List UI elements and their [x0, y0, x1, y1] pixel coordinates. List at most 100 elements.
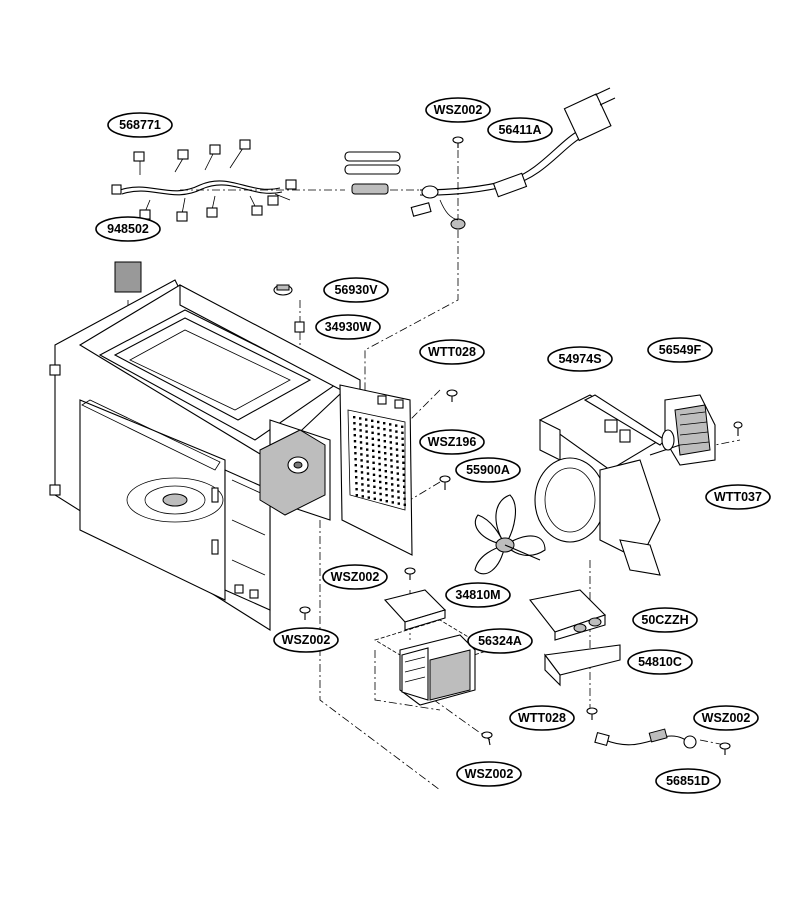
part-number-text: 56851D: [666, 774, 710, 788]
vent-hole: [372, 473, 376, 476]
vent-hole: [395, 424, 398, 427]
vent-hole: [391, 501, 394, 504]
screw-wsz002-bottom-part: [481, 731, 493, 746]
part-label-56324a: 56324A: [467, 628, 533, 654]
part-number-text: 55900A: [466, 463, 510, 477]
vent-hole: [360, 465, 363, 468]
part-number-text: 56324A: [478, 634, 522, 648]
vent-hole: [353, 440, 357, 443]
vent-hole: [371, 437, 374, 440]
part-number-text: 34810M: [455, 588, 500, 602]
vent-hole: [354, 452, 357, 455]
part-number-text: 34930W: [325, 320, 372, 334]
fan-duct: [534, 394, 666, 576]
screw-wsz002-left-part: [299, 606, 311, 620]
vent-hole: [355, 494, 358, 497]
part-number-text: WTT028: [518, 711, 566, 725]
vent-hole: [383, 440, 386, 443]
wire-harness: [111, 139, 297, 222]
vent-hole: [391, 489, 394, 492]
vent-hole: [403, 503, 406, 506]
vent-hole: [377, 432, 380, 436]
vent-hole: [360, 459, 363, 462]
vent-hole: [389, 435, 392, 438]
vent-hole: [403, 497, 406, 500]
vent-hole: [365, 430, 368, 433]
vent-hole: [373, 497, 376, 500]
vent-hole: [389, 447, 393, 450]
part-label-54810c: 54810C: [627, 649, 693, 675]
vent-hole: [401, 431, 404, 434]
vent-hole: [396, 478, 400, 481]
vent-hole: [354, 446, 357, 449]
vent-hole: [390, 453, 393, 456]
vent-hole: [395, 442, 398, 445]
vent-hole: [372, 467, 375, 470]
part-number-text: 54810C: [638, 655, 682, 669]
vent-hole: [402, 479, 406, 482]
screw-wtt037-part: [733, 421, 743, 436]
vent-hole: [359, 441, 363, 444]
vent-hole: [360, 453, 363, 456]
part-label-568771: 568771: [107, 112, 173, 138]
vent-hole: [365, 418, 368, 421]
vent-hole: [367, 478, 370, 481]
vent-hole: [367, 484, 370, 487]
vent-hole: [384, 464, 387, 467]
part-label-wsz002-top: WSZ002: [425, 97, 491, 123]
vent-hole: [359, 429, 362, 432]
oven-cabinet: [49, 279, 361, 631]
vent-hole: [395, 448, 399, 451]
power-cord: [410, 87, 616, 230]
gasket-part: [114, 261, 142, 293]
vent-hole: [395, 430, 398, 433]
capacitor-bracket: [543, 644, 621, 687]
vent-hole: [389, 423, 392, 426]
transformer-bracket: [383, 589, 447, 631]
vent-hole: [361, 495, 364, 498]
vent-hole: [378, 450, 381, 454]
vent-hole: [361, 483, 364, 486]
part-number-text: 56411A: [498, 123, 541, 137]
vent-hole: [353, 434, 356, 437]
vent-hole: [377, 444, 381, 448]
vent-hole: [397, 502, 400, 505]
vent-hole: [378, 456, 381, 460]
assembly-guide-lines: [127, 150, 741, 791]
vent-hole: [389, 441, 392, 444]
vent-hole: [403, 491, 406, 494]
vent-hole: [378, 474, 382, 478]
vent-hole: [366, 454, 369, 457]
vent-hole: [385, 500, 388, 503]
vent-hole: [379, 492, 382, 496]
vent-hole: [360, 471, 364, 474]
part-number-text: WSZ002: [465, 767, 514, 781]
part-label-34810m: 34810M: [445, 582, 511, 608]
vent-hole: [385, 494, 388, 497]
vent-hole: [378, 468, 381, 472]
vent-hole: [355, 488, 358, 491]
vent-hole: [401, 449, 405, 452]
vent-hole: [389, 429, 392, 432]
screw-wsz196-part: [439, 475, 451, 490]
vent-hole: [359, 435, 362, 438]
vent-hole: [402, 467, 405, 470]
part-number-text: WSZ002: [434, 103, 483, 117]
vent-hole: [377, 438, 380, 442]
vent-hole: [402, 461, 405, 464]
screw-wsz002-right-part: [719, 742, 731, 755]
part-label-wtt037: WTT037: [705, 484, 771, 510]
vent-hole: [354, 464, 357, 467]
vent-hole: [367, 490, 370, 493]
vent-hole: [401, 437, 404, 440]
part-number-text: WSZ002: [702, 711, 751, 725]
screw-wtt028-bottom-part: [586, 707, 598, 720]
part-number-text: WTT028: [428, 345, 476, 359]
part-label-wsz002-mid: WSZ002: [322, 564, 388, 590]
part-label-wtt028-bottom: WTT028: [509, 705, 575, 731]
vent-hole: [396, 454, 399, 457]
part-label-948502: 948502: [95, 216, 161, 242]
part-label-34930w: 34930W: [315, 314, 381, 340]
vent-hole: [379, 480, 382, 484]
vent-hole: [391, 483, 394, 486]
